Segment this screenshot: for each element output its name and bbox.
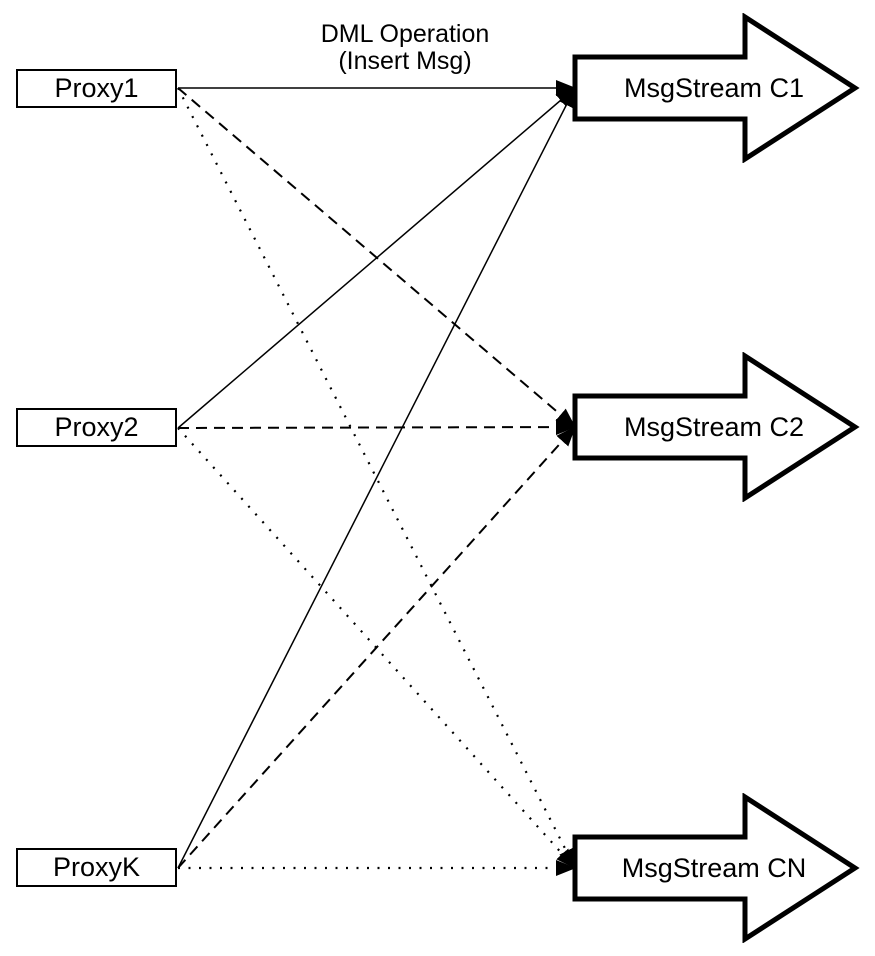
edge-proxy2-c1 [177, 87, 576, 429]
block-arrow-icon [572, 352, 860, 502]
node-msgstream-c1-label: MsgStream C1 [624, 73, 804, 103]
node-proxy1: Proxy1 [16, 69, 177, 108]
node-proxy2-label: Proxy2 [54, 412, 139, 442]
node-msgstream-c2-label: MsgStream C2 [624, 412, 804, 442]
node-proxy1-label: Proxy1 [54, 73, 139, 103]
block-arrow-icon [572, 13, 860, 163]
node-msgstream-cn: MsgStream CN [572, 793, 860, 943]
edge-proxy2-cn [177, 427, 576, 869]
node-msgstream-c1: MsgStream C1 [572, 13, 860, 163]
edge-proxy2-c2 [177, 419, 576, 436]
edge-label-dml-operation: DML Operation (Insert Msg) [255, 21, 555, 75]
node-proxyK: ProxyK [16, 848, 177, 887]
node-msgstream-c2: MsgStream C2 [572, 352, 860, 502]
node-proxyK-label: ProxyK [52, 852, 141, 882]
edge-label-line2: (Insert Msg) [338, 47, 472, 75]
block-arrow-icon [572, 793, 860, 943]
edge-proxyK-c1 [177, 87, 576, 869]
edge-proxyK-c2 [177, 426, 576, 869]
node-proxy2: Proxy2 [16, 408, 177, 447]
edge-label-line1: DML Operation [320, 20, 490, 48]
node-msgstream-cn-label: MsgStream CN [622, 853, 807, 883]
